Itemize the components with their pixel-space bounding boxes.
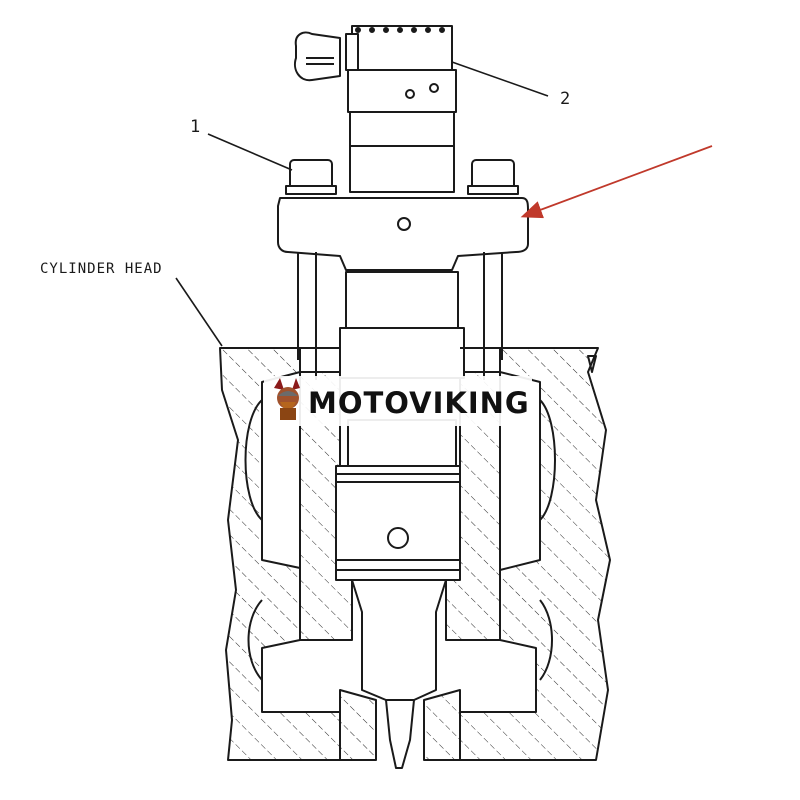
watermark-text: MOTOVIKING — [308, 386, 530, 420]
solenoid-connector — [294, 25, 453, 99]
injector-clamp — [277, 159, 529, 380]
unit-injector — [335, 69, 465, 769]
callout-1-label: 1 — [190, 117, 200, 137]
watermark: MOTOVIKING — [264, 376, 532, 426]
callout-2-label: 2 — [560, 89, 570, 109]
viking-mascot-icon — [274, 378, 300, 420]
callout-1-leader — [207, 133, 293, 171]
callout-2-leader — [451, 61, 549, 97]
cylinder-head-label: CYLINDER HEAD — [40, 261, 163, 277]
red-arrow-icon — [520, 145, 713, 219]
cylinder-head-leader — [175, 277, 223, 347]
